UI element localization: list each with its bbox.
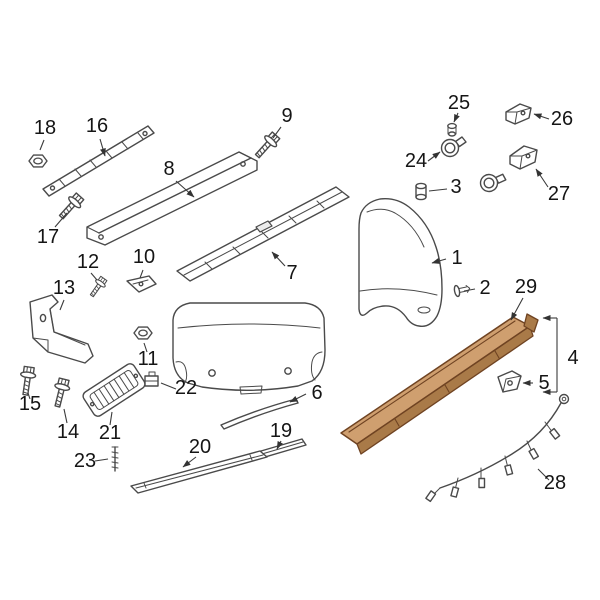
part-18-nut [28, 154, 48, 168]
part-26-sensor-bracket [505, 103, 532, 125]
part-22-label: 22 [175, 377, 197, 399]
part-9-label: 9 [281, 105, 292, 127]
part-9-bolt [251, 129, 283, 162]
part-11-nut [133, 326, 153, 340]
part-13-label: 13 [53, 277, 75, 299]
part-16-label: 16 [86, 115, 108, 137]
part-29-label: 29 [515, 276, 537, 298]
part-3-label: 3 [450, 176, 461, 198]
part-15-label: 15 [19, 393, 41, 415]
part-28-label: 28 [544, 472, 566, 494]
part-18-label: 18 [34, 117, 56, 139]
part-11-label: 11 [138, 348, 159, 370]
bumper-cover-rear-view [172, 302, 326, 395]
part-1-label: 1 [451, 247, 462, 269]
part-25-rivet-nut [447, 122, 457, 137]
part-12-screw [86, 274, 110, 300]
part-5-end-bracket [497, 370, 522, 393]
part-2-push-rivet [453, 284, 471, 298]
part-27-sensor-bracket [509, 145, 538, 170]
part-14-label: 14 [57, 421, 79, 443]
part-27-label: 27 [548, 183, 570, 205]
part-14-bolt [49, 376, 73, 409]
part-13-side-support [29, 294, 94, 364]
part-4-dimension-bracket [542, 315, 558, 395]
leader-lines [27, 112, 550, 481]
part-5-label: 5 [538, 372, 549, 394]
part-29-lower-valance-highlighted [340, 313, 539, 455]
part-12-label: 12 [77, 251, 99, 273]
part-17-label: 17 [37, 226, 59, 248]
part-8-impact-bar [86, 151, 258, 246]
part-10-label: 10 [133, 246, 155, 268]
part-7-impact-absorber [176, 186, 350, 282]
part-6-label: 6 [311, 382, 322, 404]
part-1-bumper-cover [358, 197, 443, 327]
part-7-label: 7 [286, 262, 297, 284]
part-22-clip [144, 371, 159, 387]
part-19-label: 19 [270, 420, 292, 442]
part-10-mount-bracket [126, 275, 157, 293]
part-3-park-sensor [478, 169, 508, 195]
part-20-label: 20 [189, 436, 211, 458]
part-23-stud [111, 446, 119, 472]
part-23-label: 23 [74, 450, 96, 472]
part-20-reflector [130, 450, 268, 494]
part-16-reinforcement-strip [42, 125, 155, 197]
part-24-park-sensor [440, 136, 467, 158]
part-17-bolt [55, 190, 87, 223]
part-24-label: 24 [405, 150, 427, 172]
part-21-label: 21 [99, 422, 121, 444]
part-26-label: 26 [551, 108, 573, 130]
part-3-grommet [415, 182, 427, 201]
part-25-label: 25 [448, 92, 470, 114]
part-2-label: 2 [479, 277, 490, 299]
part-21-tow-cover-plate [82, 363, 146, 417]
part-4-label: 4 [567, 347, 578, 369]
part-labels: 1 2 3 4 5 6 7 8 9 10 11 12 13 14 15 16 1… [19, 92, 579, 494]
part-6-trim-strip [220, 398, 299, 430]
part-15-bolt [17, 365, 38, 397]
part-8-label: 8 [163, 158, 174, 180]
part-28-wiring-harness [425, 393, 570, 503]
